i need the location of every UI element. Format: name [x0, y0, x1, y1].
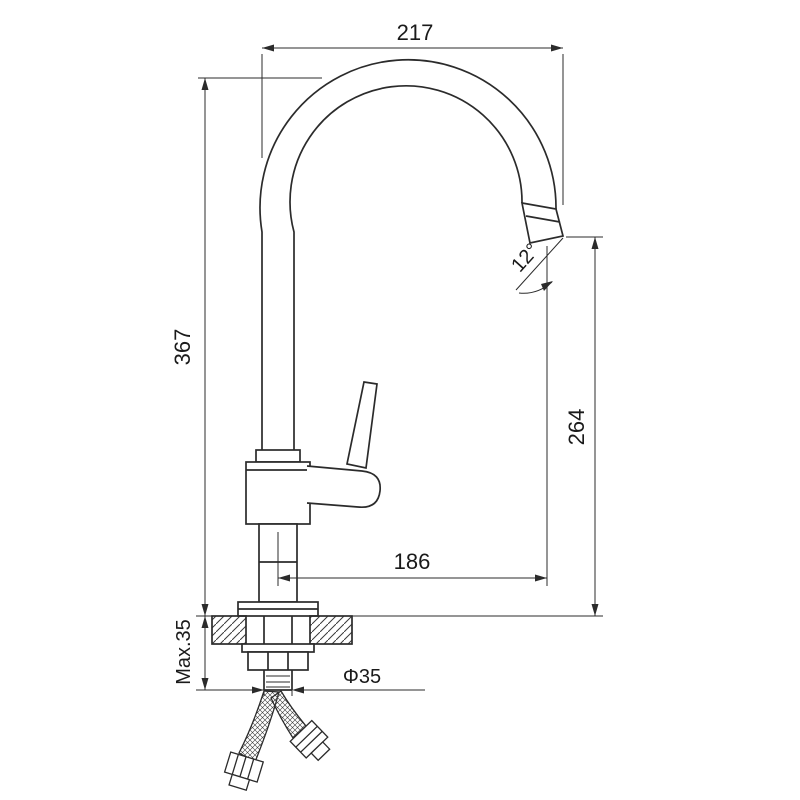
arrowhead: [591, 237, 599, 249]
countertop-right: [309, 615, 353, 645]
connector-tip: [228, 773, 251, 792]
arrowhead: [201, 616, 209, 628]
nut-facet-lines: [267, 652, 289, 670]
mounting-nut: [247, 651, 309, 671]
faucet-outline-group: [211, 58, 565, 792]
hose-connector-right: [289, 719, 331, 762]
arrowhead: [201, 678, 209, 690]
dimension-264-label: 264: [564, 409, 589, 446]
arrowhead: [541, 281, 553, 291]
arrowhead: [262, 44, 274, 52]
dimension-367-label: 367: [170, 329, 195, 366]
dimension-264: [324, 236, 603, 617]
arrowhead: [551, 44, 563, 52]
dimension-lines-group: [196, 44, 603, 696]
arrowhead: [201, 604, 209, 616]
handle-housing: [306, 465, 382, 509]
arrowhead: [201, 78, 209, 90]
arrowhead: [278, 574, 290, 582]
aerator-ring-line: [525, 215, 561, 223]
dimension-186: [277, 246, 548, 586]
arrowhead: [292, 686, 304, 694]
dimension-labels-group: 217 367 264 186 Max.35 Φ35 12°: [170, 20, 589, 688]
dimension-367: [196, 77, 322, 617]
dimension-217: [261, 44, 564, 205]
countertop-left: [211, 615, 247, 645]
dimension-217-label: 217: [397, 20, 434, 45]
dimension-186-label: 186: [394, 549, 431, 574]
dimension-phi35-label: Φ35: [343, 666, 381, 688]
riser-collar: [255, 449, 301, 463]
spout-aerator: [520, 201, 565, 245]
dimension-angle-12: [515, 237, 564, 294]
arrowhead: [252, 686, 264, 694]
connector-tip: [310, 741, 331, 762]
spout-arc-inner: [289, 84, 523, 450]
connector-ridges: [231, 754, 255, 780]
shank-upper: [263, 616, 293, 644]
dimension-angle-label: 12°: [507, 239, 544, 276]
shank-thread-lines: [266, 675, 290, 688]
faucet-body: [245, 461, 311, 525]
mounting-washer: [241, 643, 315, 653]
dimension-phi35: [252, 672, 425, 696]
spout-arc-outer: [259, 58, 557, 450]
handle-lever: [345, 381, 378, 470]
connector-ridges: [295, 725, 323, 753]
arrowhead: [591, 604, 599, 616]
dimension-max35-label: Max.35: [173, 619, 195, 685]
arrowhead: [535, 574, 547, 582]
angle-reference-line: [515, 237, 564, 291]
hose-connector-left: [223, 751, 265, 792]
